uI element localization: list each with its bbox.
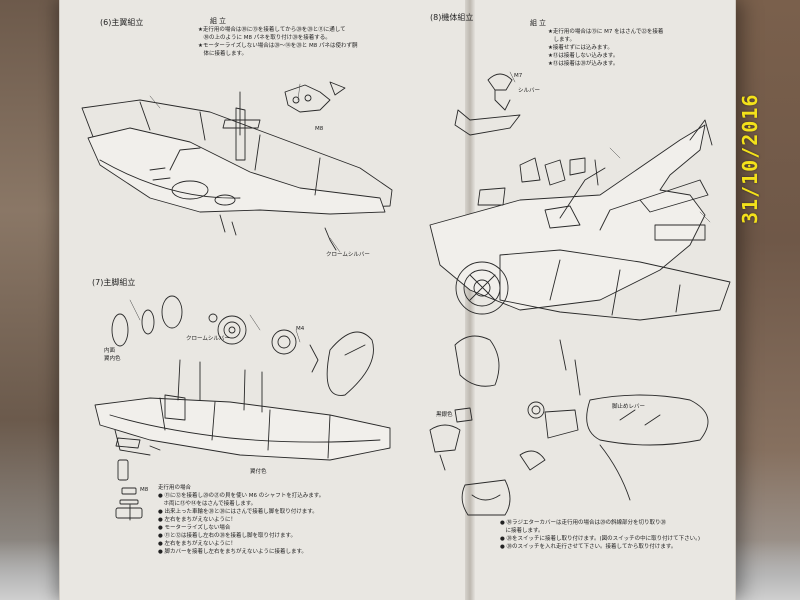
note-line: ★⑬は接着しない込みます。 bbox=[548, 53, 619, 59]
label-inner: 内面 bbox=[104, 348, 116, 354]
note-line: ● モーターライズしない場合 bbox=[158, 525, 231, 531]
section-6-title: (6)主翼組立 bbox=[100, 18, 144, 27]
note-line: ★接着せずには込みます。 bbox=[548, 45, 613, 51]
background-left bbox=[0, 0, 70, 600]
section-6-header: 組立 bbox=[210, 17, 228, 25]
fuselage-drawing bbox=[429, 73, 731, 516]
label-chrome-silver-gear: クロームシルバー bbox=[186, 336, 230, 342]
note-line: ● ⑪に⑫を接着し⑳の㉑の貝を使い M6 のシャフトを打込みます。 bbox=[158, 493, 325, 499]
note-line: 体に接着します。 bbox=[198, 51, 247, 57]
note-line: ● ⑳のスイッチを入れ走行させて下さい。接着してから取り付けます。 bbox=[500, 544, 677, 550]
section-7-notes: 走行用の場合 ● ⑪に⑫を接着し⑳の㉑の貝を使い M6 のシャフトを打込みます。… bbox=[158, 484, 324, 556]
note-line: ● ⑳をスイッチに接着し取り付けます。(図のスイッチの中に取り付けて下さい。) bbox=[500, 536, 701, 542]
note-line: ● 左右をまちがえないように！ bbox=[158, 541, 236, 547]
note-line: ● 左右をまちがえないように！ bbox=[158, 517, 236, 523]
note-line: ㉚の上のように M8 パネを取り付け⑳を接着する。 bbox=[198, 35, 331, 41]
label-wing-inner-color: 翼内色 bbox=[104, 356, 121, 362]
label-black-silver: 黒銀色 bbox=[436, 412, 453, 418]
note-line: ● ㉚ラジエターカバーは走行用の場合は⑳の斜線部分を切り取り⑳ bbox=[500, 520, 666, 526]
instruction-sheet bbox=[60, 0, 735, 600]
note-line: 走行用の場合 bbox=[158, 485, 192, 491]
note-line: ● ⑪と⑫は接着し左右の⑳を接着し脚を取り付けます。 bbox=[158, 533, 296, 539]
note-line: ホ両に⑬や⑭をはさんで接着します。 bbox=[158, 501, 257, 507]
note-line: ★モーターライズしない場合は⑳〜⑭を㉘と M8 パネは使わず胴 bbox=[198, 43, 358, 49]
section-6-notes: ★走行用の場合は㉚に⑬を接着してから⑳を㉘と⑪に通して ㉚の上のように M8 パ… bbox=[198, 26, 358, 58]
note-line: に接着します。 bbox=[500, 528, 544, 534]
note-line: ★⑬は接着は⑳が込みます。 bbox=[548, 61, 619, 67]
note-line: ● 出来上った車輪を⑳と⑳にはさんで接着し脚を取り付けます。 bbox=[158, 509, 318, 515]
note-line: ★走行用の場合は⑬に M7 をはさんで㉒を接着 bbox=[548, 29, 664, 35]
note-line: ★走行用の場合は㉚に⑬を接着してから⑳を㉘と⑪に通して bbox=[198, 27, 346, 33]
section-7-title: (7)主脚組立 bbox=[92, 278, 136, 287]
label-silver: シルバー bbox=[518, 88, 541, 94]
landing-gear-drawing bbox=[94, 295, 391, 521]
label-m4: M4 bbox=[296, 326, 305, 332]
section-8-header: 組立 bbox=[530, 19, 548, 27]
section-8-title: (8)機体組立 bbox=[430, 13, 474, 22]
label-m8-gear: M8 bbox=[140, 487, 149, 493]
section-8-notes: ★走行用の場合は⑬に M7 をはさんで㉒を接着 します。 ★接着せずには込みます… bbox=[548, 28, 663, 68]
note-line: します。 bbox=[548, 37, 575, 43]
bottom-notes: ● ㉚ラジエターカバーは走行用の場合は⑳の斜線部分を切り取り⑳ に接着します。 … bbox=[500, 519, 700, 551]
label-m7: M7 bbox=[514, 73, 523, 79]
label-m8: M8 bbox=[315, 126, 324, 132]
label-wing-attach-color: 翼付色 bbox=[250, 469, 267, 475]
label-chrome-silver: クロームシルバー bbox=[326, 252, 370, 258]
photo-date-stamp: 31/10/2016 bbox=[738, 93, 762, 224]
note-line: ● 脚カバーを接着し左右をまちがえないように接着します。 bbox=[158, 549, 307, 555]
label-gear-lever: 脚止めレバー bbox=[612, 404, 646, 410]
wing-assembly-drawing bbox=[81, 81, 393, 251]
